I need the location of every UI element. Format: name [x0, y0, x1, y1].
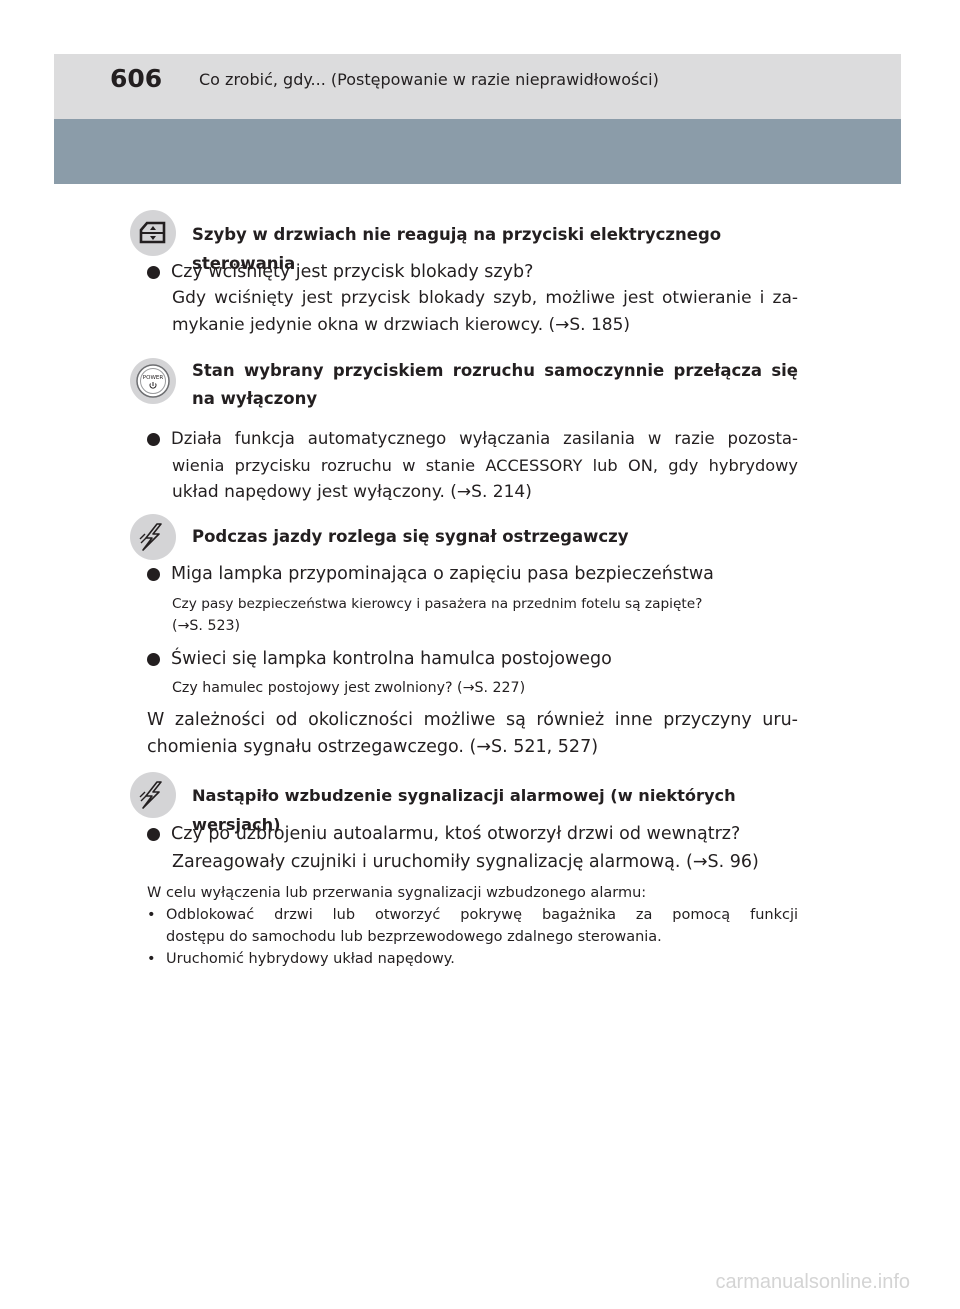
- section-title-alarm: Nastąpiło wzbudzenie sygnalizacji alarmo…: [192, 786, 736, 834]
- chapter-title: Co zrobić, gdy... (Postępowanie w razie …: [199, 70, 659, 89]
- bullet-icon: [147, 568, 160, 581]
- note-block: W celu wyłączenia lub przerwania sygnali…: [147, 882, 798, 970]
- paragraph: chomienia sygnału ostrzegawczego. (→S. 5…: [147, 737, 599, 757]
- body-text: Czy hamulec postojowy jest zwolniony? (→…: [172, 680, 526, 696]
- section-title-windows: Szyby w drzwiach nie reagują na przycisk…: [192, 225, 722, 273]
- body-text: Czy pasy bezpieczeństwa kierowcy i pasaż…: [172, 596, 703, 612]
- bullet-icon: [147, 433, 160, 446]
- body-text: wienia przycisku rozruchu w stanie ACCES…: [172, 456, 798, 475]
- section-title-warning: Podczas jazdy rozlega się sygnał ostrzeg…: [192, 527, 629, 546]
- bullet-icon: [147, 266, 160, 279]
- paragraph: W zależności od okoliczności możliwe są …: [147, 710, 798, 730]
- svg-text:POWER: POWER: [143, 375, 164, 381]
- body-text: Zareagowały czujniki i uruchomiły sygnal…: [172, 852, 759, 872]
- body-text: Gdy wciśnięty jest przycisk blokady szyb…: [172, 288, 798, 308]
- section-title-power: na wyłączony: [192, 389, 318, 408]
- body-text: mykanie jedynie okna w drzwiach kierowcy…: [172, 315, 631, 335]
- warning-sound-icon: [130, 514, 176, 560]
- alarm-sound-icon: [130, 772, 176, 818]
- note-item: Uruchomić hybrydowy układ napędowy.: [147, 948, 798, 970]
- bullet-icon: [147, 828, 160, 841]
- section-title-power: Stan wybrany przyciskiem rozruchu samocz…: [192, 361, 798, 380]
- watermark: carmanualsonline.info: [715, 1271, 910, 1293]
- power-button-icon: POWER: [130, 358, 176, 404]
- note-intro: W celu wyłączenia lub przerwania sygnali…: [147, 885, 647, 901]
- page-number: 606: [110, 64, 163, 93]
- page-header: 606 Co zrobić, gdy... (Postępowanie w ra…: [54, 54, 901, 119]
- power-window-icon: [130, 210, 176, 256]
- body-text: układ napędowy jest wyłączony. (→S. 214): [172, 482, 532, 502]
- section-banner: [54, 119, 901, 184]
- body-text: (→S. 523): [172, 618, 241, 634]
- note-item: Odblokować drzwi lub otworzyć pokrywę ba…: [147, 904, 798, 948]
- bullet-icon: [147, 653, 160, 666]
